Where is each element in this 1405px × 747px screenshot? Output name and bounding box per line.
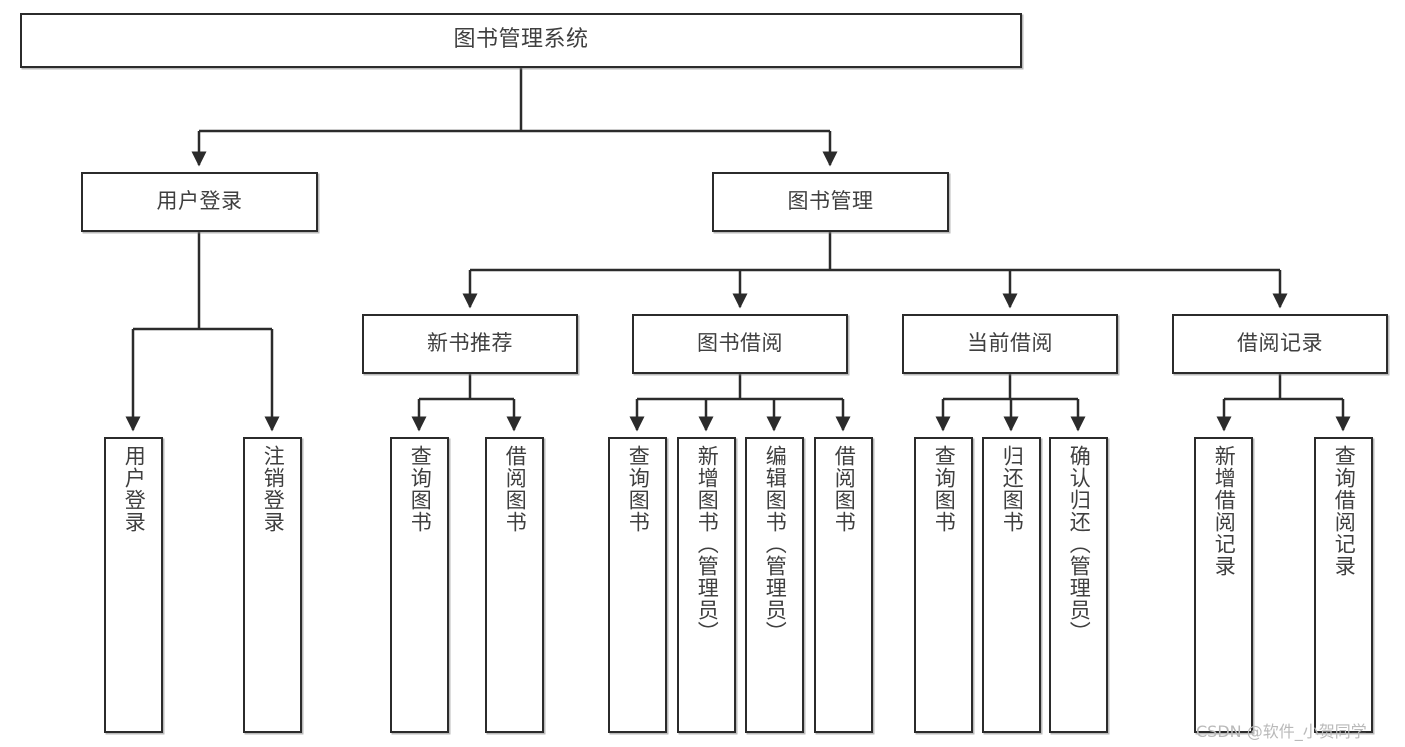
node-label: 新书推荐 bbox=[427, 331, 513, 356]
node-label: 新增图书（管理员） bbox=[695, 445, 720, 643]
node-leaf-return-book[interactable]: 归还图书 bbox=[982, 437, 1041, 733]
node-label: 用户登录 bbox=[156, 189, 243, 214]
csdn-watermark: CSDN @软件_小贺同学 bbox=[1196, 722, 1367, 741]
node-leaf-user-login[interactable]: 用户登录 bbox=[104, 437, 163, 733]
node-leaf-query-book-1[interactable]: 查询图书 bbox=[390, 437, 449, 733]
node-label: 归还图书 bbox=[1000, 445, 1025, 533]
node-label: 当前借阅 bbox=[967, 331, 1053, 356]
node-leaf-confirm-return-admin[interactable]: 确认归还（管理员） bbox=[1049, 437, 1108, 733]
node-root-book-management-system[interactable]: 图书管理系统 bbox=[20, 13, 1022, 68]
node-leaf-add-book-admin[interactable]: 新增图书（管理员） bbox=[677, 437, 736, 733]
node-new-book-recommend[interactable]: 新书推荐 bbox=[362, 314, 578, 374]
node-label: 用户登录 bbox=[122, 445, 147, 533]
node-label: 查询图书 bbox=[932, 445, 957, 533]
node-leaf-borrow-book-2[interactable]: 借阅图书 bbox=[814, 437, 873, 733]
node-leaf-add-borrow-record[interactable]: 新增借阅记录 bbox=[1194, 437, 1253, 733]
node-label: 图书管理 bbox=[787, 189, 874, 214]
node-leaf-query-book-2[interactable]: 查询图书 bbox=[608, 437, 667, 733]
node-leaf-logout-login[interactable]: 注销登录 bbox=[243, 437, 302, 733]
node-leaf-query-borrow-record[interactable]: 查询借阅记录 bbox=[1314, 437, 1373, 733]
node-leaf-edit-book-admin[interactable]: 编辑图书（管理员） bbox=[745, 437, 804, 733]
node-label: 图书管理系统 bbox=[453, 27, 589, 53]
node-user-login[interactable]: 用户登录 bbox=[81, 172, 318, 232]
node-book-borrow[interactable]: 图书借阅 bbox=[632, 314, 848, 374]
node-label: 借阅记录 bbox=[1237, 331, 1323, 356]
node-label: 图书借阅 bbox=[697, 331, 783, 356]
node-book-manage[interactable]: 图书管理 bbox=[712, 172, 949, 232]
node-leaf-borrow-book-1[interactable]: 借阅图书 bbox=[485, 437, 544, 733]
node-label: 编辑图书（管理员） bbox=[763, 445, 788, 643]
node-current-borrow[interactable]: 当前借阅 bbox=[902, 314, 1118, 374]
node-label: 新增借阅记录 bbox=[1212, 445, 1237, 577]
node-leaf-query-book-3[interactable]: 查询图书 bbox=[914, 437, 973, 733]
node-borrow-record[interactable]: 借阅记录 bbox=[1172, 314, 1388, 374]
node-label: 借阅图书 bbox=[832, 445, 857, 533]
node-label: 借阅图书 bbox=[503, 445, 528, 533]
node-label: 查询借阅记录 bbox=[1332, 445, 1357, 577]
node-label: 注销登录 bbox=[261, 445, 286, 533]
node-label: 查询图书 bbox=[626, 445, 651, 533]
node-label: 查询图书 bbox=[408, 445, 433, 533]
node-label: 确认归还（管理员） bbox=[1067, 445, 1092, 643]
